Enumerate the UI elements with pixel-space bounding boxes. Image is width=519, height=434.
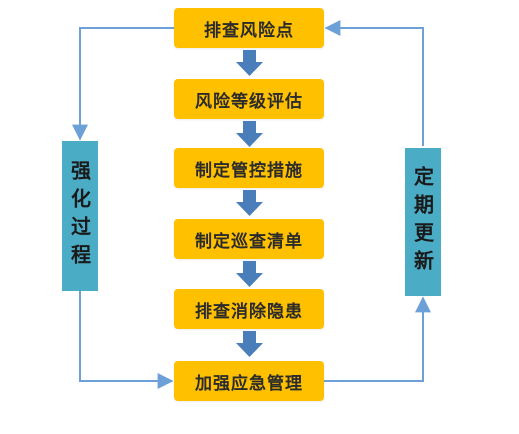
right-side-panel: 定期更新: [405, 148, 441, 296]
step-label: 风险等级评估: [195, 91, 303, 112]
step-label: 排查消除隐患: [195, 301, 303, 322]
step-eliminate-hazards: 排查消除隐患: [174, 289, 324, 329]
left-side-label: 强化过程: [67, 160, 92, 272]
step-label: 加强应急管理: [195, 373, 303, 394]
down-arrow-1: [236, 50, 263, 76]
left-bottom-connector: [79, 291, 174, 389]
step-control-measures: 制定管控措施: [174, 148, 324, 188]
right-bottom-connector: [324, 296, 431, 382]
step-emergency-management: 加强应急管理: [174, 361, 324, 401]
step-label: 排查风险点: [204, 20, 294, 41]
step-inspection-checklist: 制定巡查清单: [174, 219, 324, 259]
step-risk-level-assessment: 风险等级评估: [174, 79, 324, 119]
down-arrow-3: [236, 190, 263, 216]
down-arrow-2: [236, 121, 263, 147]
left-top-connector: [72, 27, 174, 141]
right-top-connector: [324, 20, 424, 146]
right-side-label: 定期更新: [410, 166, 435, 278]
down-arrows: [236, 50, 263, 357]
down-arrow-4: [236, 261, 263, 287]
left-side-panel: 强化过程: [62, 141, 98, 291]
down-arrow-5: [236, 331, 263, 357]
step-identify-risk-points: 排查风险点: [174, 8, 324, 48]
step-label: 制定巡查清单: [195, 231, 303, 252]
step-label: 制定管控措施: [195, 160, 303, 181]
